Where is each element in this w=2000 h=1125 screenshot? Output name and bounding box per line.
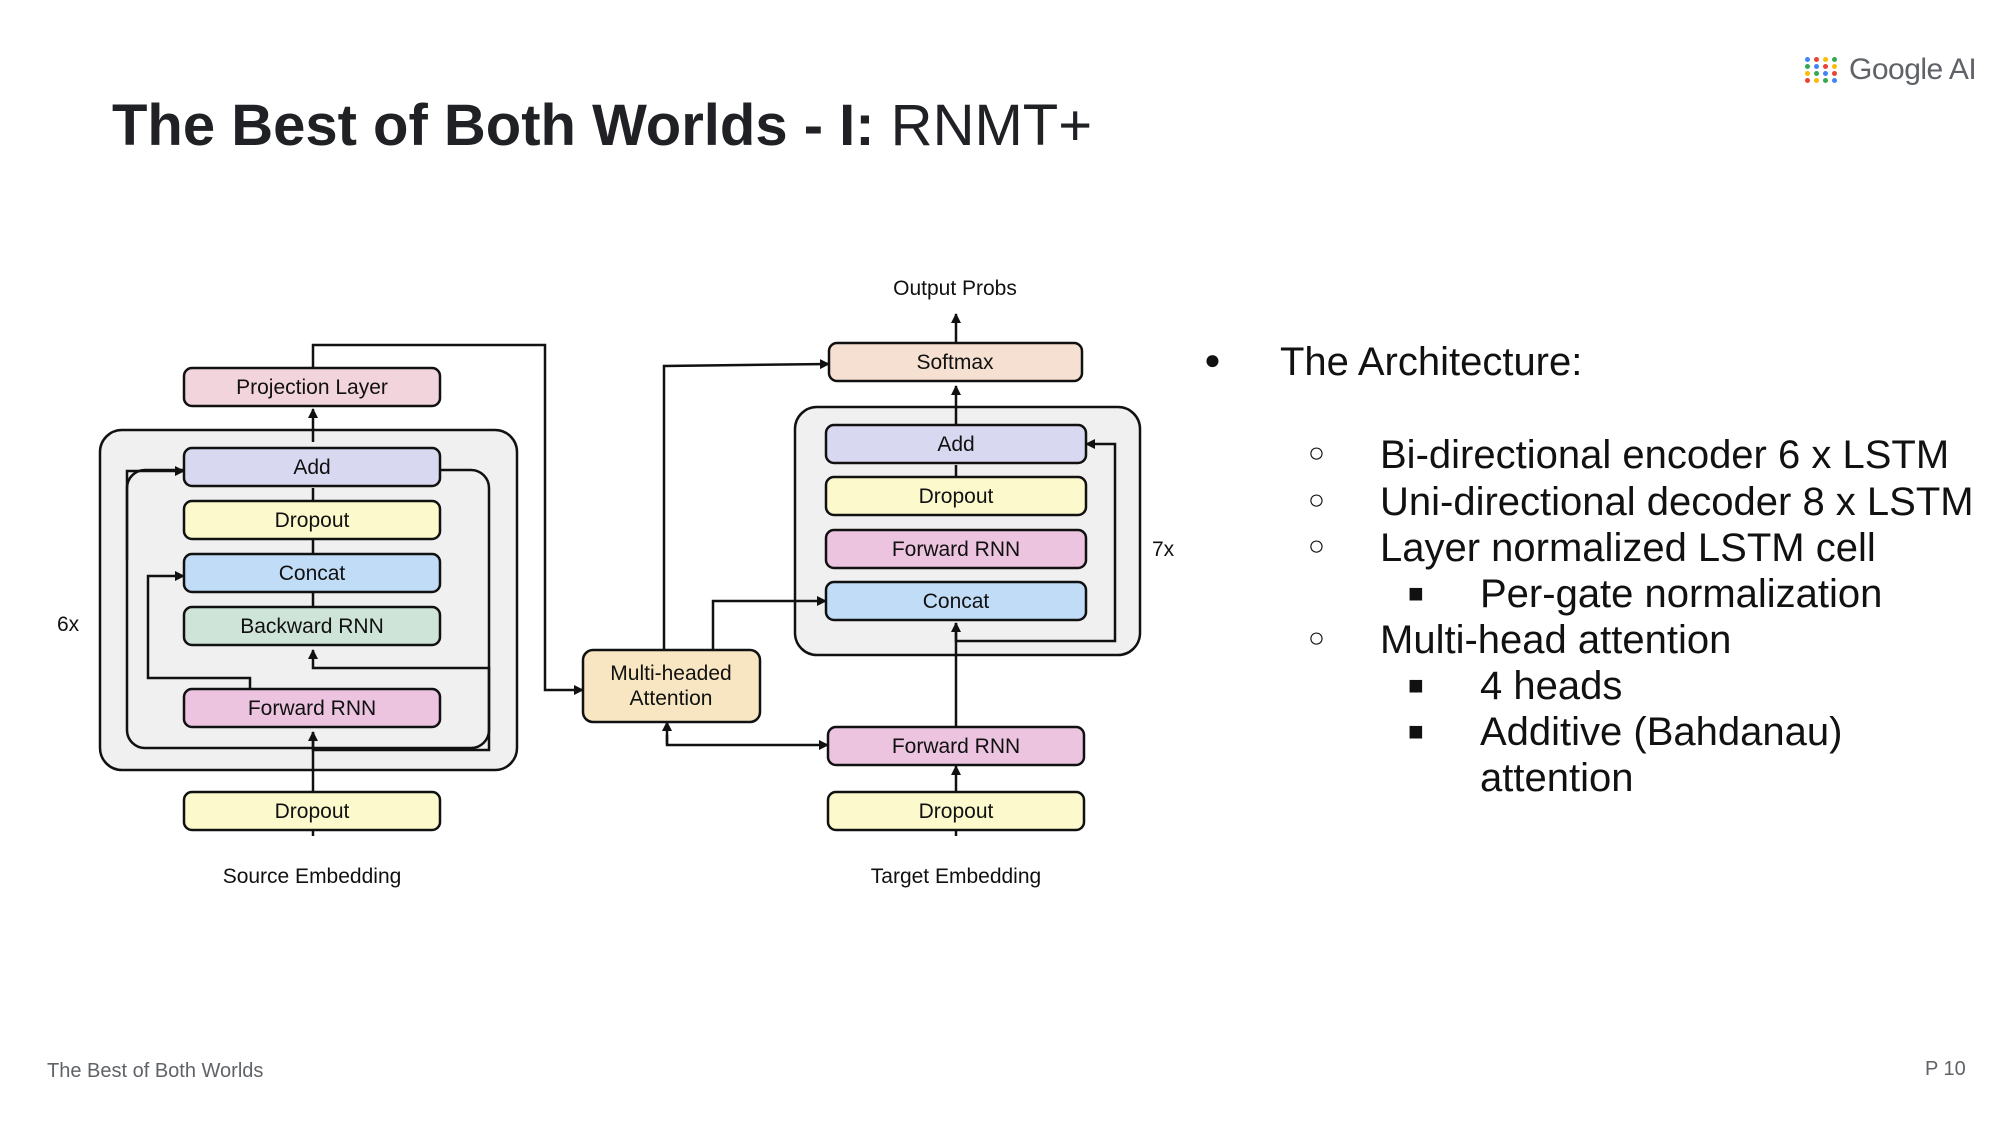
footer-deck-title: The Best of Both Worlds bbox=[47, 1060, 264, 1082]
bullet-marker-square: ■ bbox=[1408, 670, 1424, 700]
encoder-concat bbox=[182, 552, 442, 594]
bullet-marker-hollow: ○ bbox=[1308, 437, 1325, 468]
logo-dots-icon bbox=[1805, 57, 1839, 83]
bullet-marker-square: ■ bbox=[1408, 578, 1424, 608]
encoder-projection-layer bbox=[182, 366, 442, 408]
encoder-backward-rnn bbox=[182, 605, 442, 647]
output-probs-label: Output Probs bbox=[893, 277, 1017, 300]
target-embedding-label: Target Embedding bbox=[871, 865, 1041, 888]
decoder-repeat-label: 7x bbox=[1152, 538, 1175, 561]
encoder-backward-rnn-label: Backward RNN bbox=[240, 615, 384, 638]
decoder-dropout-bottom-label: Dropout bbox=[919, 800, 994, 823]
title-rest: RNMT+ bbox=[874, 93, 1093, 158]
bullet-marker-square: ■ bbox=[1408, 716, 1424, 746]
encoder-dropout-bottom bbox=[182, 790, 442, 832]
decoder-concat-label: Concat bbox=[923, 590, 990, 613]
decoder-forward-rnn-inner bbox=[824, 528, 1088, 570]
slide-title: The Best of Both Worlds - I: RNMT+ bbox=[112, 92, 1092, 159]
attention-label-line1: Multi-headed bbox=[610, 662, 731, 685]
bullet-marker-hollow: ○ bbox=[1308, 530, 1325, 561]
encoder-dropout-bottom-label: Dropout bbox=[275, 800, 350, 823]
encoder-dropout-inner bbox=[182, 499, 442, 541]
google-ai-logo: Google AI bbox=[1805, 48, 1977, 92]
decoder-add bbox=[824, 423, 1088, 465]
encoder-forward-rnn-label: Forward RNN bbox=[248, 697, 376, 720]
multi-headed-attention bbox=[581, 648, 762, 724]
bullet-marker-hollow: ○ bbox=[1308, 622, 1325, 653]
logo-text: Google AI bbox=[1849, 53, 1977, 86]
decoder-softmax bbox=[827, 341, 1084, 383]
decoder-forward-rnn-inner-label: Forward RNN bbox=[892, 538, 1020, 561]
title-bold: The Best of Both Worlds - I: bbox=[112, 93, 875, 158]
decoder-dropout-bottom bbox=[826, 790, 1086, 832]
decoder-forward-rnn bbox=[826, 725, 1086, 767]
decoder-dropout-inner-label: Dropout bbox=[919, 485, 994, 508]
encoder-repeat-label: 6x bbox=[57, 613, 80, 636]
decoder-add-label: Add bbox=[937, 433, 974, 456]
decoder-concat bbox=[824, 580, 1088, 622]
decoder-softmax-label: Softmax bbox=[916, 351, 994, 374]
encoder-add bbox=[182, 446, 442, 488]
encoder-projection-label: Projection Layer bbox=[236, 376, 388, 399]
page-number: P 10 bbox=[1925, 1058, 1966, 1080]
decoder-dropout-inner bbox=[824, 475, 1088, 517]
bullet-marker-filled: ● bbox=[1204, 344, 1221, 375]
encoder-add-label: Add bbox=[293, 456, 330, 479]
encoder-concat-label: Concat bbox=[279, 562, 346, 585]
encoder-forward-rnn bbox=[182, 687, 442, 729]
attention-label-line2: Attention bbox=[630, 687, 713, 710]
source-embedding-label: Source Embedding bbox=[223, 865, 402, 888]
bullet-marker-hollow: ○ bbox=[1308, 484, 1325, 515]
encoder-dropout-inner-label: Dropout bbox=[275, 509, 350, 532]
decoder-forward-rnn-label: Forward RNN bbox=[892, 735, 1020, 758]
